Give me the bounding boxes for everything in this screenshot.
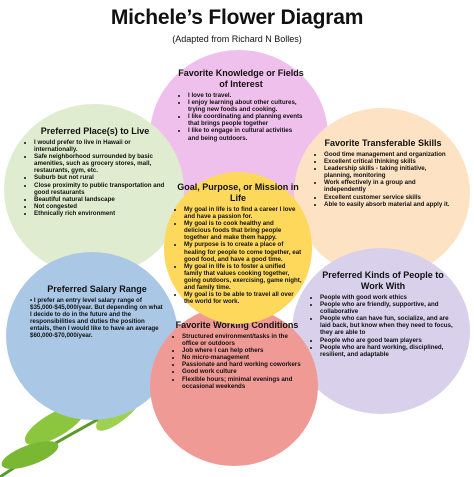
- petal-place: Preferred Place(s) to Live I would prefe…: [4, 104, 184, 276]
- list-item: Good time management and organization: [324, 151, 452, 158]
- list-item: Passionate and hard working coworkers: [182, 361, 302, 368]
- list-item: My purpose is to create a place of heali…: [184, 241, 302, 262]
- petal-center-list: My goal in life is to find a career I lo…: [174, 206, 302, 305]
- petal-salary-heading: Preferred Salary Range: [47, 284, 147, 294]
- list-item: People who are friendly, supportive, and…: [320, 301, 456, 315]
- list-item: I enjoy learning about other cultures, t…: [188, 99, 304, 113]
- list-item: Suburb but not rural: [34, 174, 166, 181]
- list-item: Job where I can help others: [182, 347, 302, 354]
- petal-salary-list: I prefer an entry level salary range of …: [30, 297, 164, 340]
- petal-place-heading: Preferred Place(s) to Live: [40, 126, 150, 136]
- list-item: Work effectively in a group and independ…: [324, 179, 452, 193]
- petal-skills-heading: Favorite Transferable Skills: [324, 138, 442, 148]
- list-item: I like to engage in cultural activities …: [188, 127, 304, 141]
- diagram-subtitle: (Adapted from Richard N Bolles): [172, 34, 302, 44]
- petal-salary: Preferred Salary Range I prefer an entry…: [6, 252, 178, 420]
- petal-center-heading: Goal, Purpose, or Mission in Life: [177, 182, 299, 203]
- petal-people: Preferred Kinds of People to Work With P…: [292, 248, 470, 414]
- list-item: Structured environment/tasks in the offi…: [182, 333, 302, 347]
- diagram-title: Michele’s Flower Diagram: [110, 6, 364, 29]
- list-item: I love to travel.: [188, 92, 304, 99]
- list-item: People who are good team players: [320, 337, 456, 344]
- list-item: Excellent customer service skills: [324, 194, 452, 201]
- list-item: Safe neighborhood surrounded by basic am…: [34, 153, 166, 174]
- list-item: Beautiful natural landscape: [34, 196, 166, 203]
- list-item: People with good work ethics: [320, 294, 456, 301]
- list-item: My goal in life is to foster a unified f…: [184, 263, 302, 291]
- petal-working: Favorite Working Conditions Structured e…: [150, 306, 318, 466]
- petal-center: Goal, Purpose, or Mission in Life My goa…: [164, 172, 312, 324]
- list-item: I prefer an entry level salary range of …: [30, 297, 164, 340]
- list-item: Leadership skills - taking initiative, p…: [324, 165, 452, 179]
- list-item: People who can have fun, socialize, and …: [320, 315, 456, 336]
- list-item: Excellent critical thinking skills: [324, 158, 452, 165]
- list-item: Ethnically rich environment: [34, 210, 166, 217]
- list-item: Not congested: [34, 203, 166, 210]
- petal-working-list: Structured environment/tasks in the offi…: [172, 333, 302, 390]
- petal-people-list: People with good work ethics People who …: [310, 294, 456, 358]
- petal-place-list: I would prefer to live in Hawaii or inte…: [24, 139, 166, 217]
- petal-knowledge-list: I love to travel. I enjoy learning about…: [178, 92, 304, 142]
- petal-knowledge-heading: Favorite Knowledge or Fields of Interest: [178, 68, 304, 89]
- petal-skills-list: Good time management and organization Ex…: [314, 151, 452, 208]
- list-item: People who are hard working, disciplined…: [320, 344, 456, 358]
- list-item: My goal is to cook healthy and delicious…: [184, 220, 302, 241]
- list-item: I would prefer to live in Hawaii or inte…: [34, 139, 166, 153]
- list-item: Flexible hours; minimal evenings and occ…: [182, 376, 302, 390]
- list-item: I like coordinating and planning events …: [188, 113, 304, 127]
- petal-people-heading: Preferred Kinds of People to Work With: [322, 270, 444, 291]
- list-item: My goal is to be able to travel all over…: [184, 291, 302, 305]
- list-item: No micro-management: [182, 354, 302, 361]
- list-item: Able to easily absorb material and apply…: [324, 201, 452, 208]
- list-item: My goal in life is to find a career I lo…: [184, 206, 302, 220]
- list-item: Good work culture: [182, 368, 302, 375]
- list-item: Close proximity to public transportation…: [34, 182, 166, 196]
- petal-working-heading: Favorite Working Conditions: [175, 320, 299, 330]
